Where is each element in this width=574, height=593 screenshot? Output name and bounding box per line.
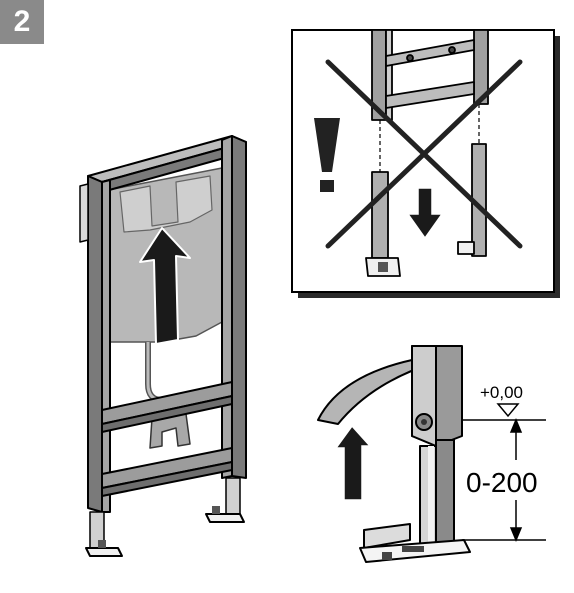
exclamation-icon <box>314 118 340 192</box>
cross-out-icon <box>325 59 523 249</box>
height-range-label: 0-200 <box>466 467 538 498</box>
step-number-badge: 2 <box>0 0 44 44</box>
leg-detail <box>317 345 471 563</box>
step-number: 2 <box>13 5 31 38</box>
arrow-up-icon <box>139 227 191 345</box>
arrow-down-icon <box>406 187 444 240</box>
top-level-label: +0,00 <box>480 383 523 402</box>
dimension-markings <box>462 403 546 542</box>
arrow-up-icon <box>334 424 372 501</box>
prohibited-panel <box>291 29 560 298</box>
installation-frame <box>79 135 247 557</box>
